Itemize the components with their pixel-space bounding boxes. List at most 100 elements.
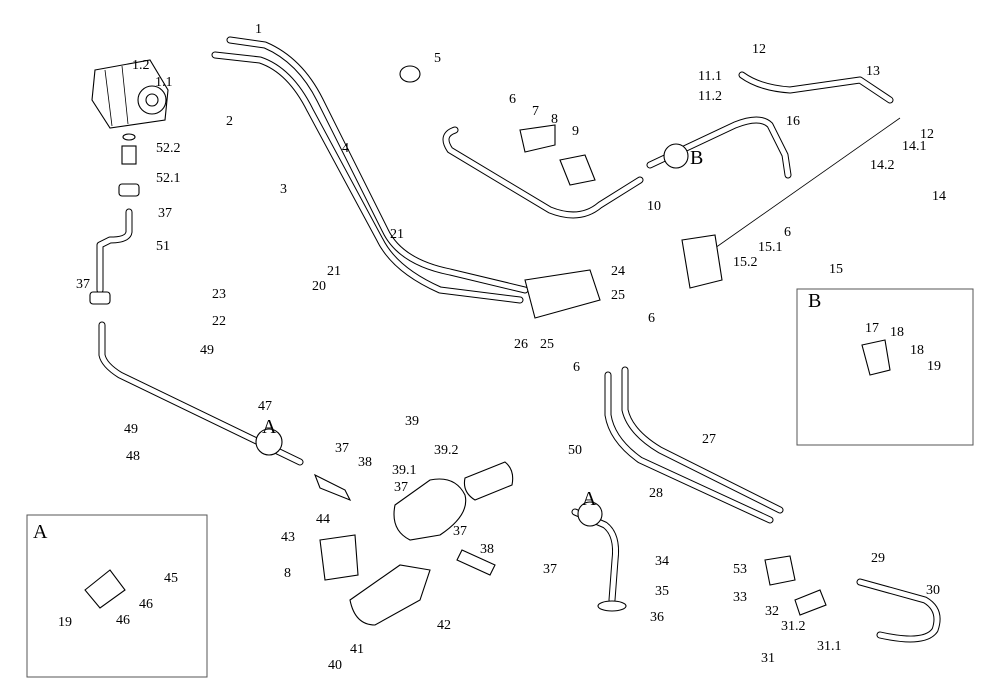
callout-39-1: 39.1 (392, 463, 417, 478)
callout-8: 8 (551, 112, 558, 127)
callout-18: 18 (910, 343, 924, 358)
callout-42: 42 (437, 618, 451, 633)
plug-5 (399, 65, 421, 83)
callout-6: 6 (784, 225, 791, 240)
callout-9: 9 (572, 124, 579, 139)
callout-15-2: 15.2 (733, 255, 758, 270)
callout-1-2: 1.2 (132, 58, 150, 73)
callout-19: 19 (58, 615, 72, 630)
callout-37: 37 (453, 524, 467, 539)
callout-14-2: 14.2 (870, 158, 895, 173)
callout-37: 37 (543, 562, 557, 577)
callout-A: A (582, 488, 597, 510)
callout-13: 13 (866, 64, 880, 79)
callout-40: 40 (328, 658, 342, 673)
inset-b-frame (796, 288, 974, 446)
callout-49: 49 (200, 343, 214, 358)
view-marker-a-circle (255, 428, 283, 456)
callout-2: 2 (226, 114, 233, 129)
callout-A: A (262, 416, 277, 438)
clamp-37 (118, 183, 140, 197)
plate-24 (524, 269, 601, 319)
callout-31-2: 31.2 (781, 619, 806, 634)
filter-39 (393, 478, 467, 541)
callout-12: 12 (920, 127, 934, 142)
callout-52-2: 52.2 (156, 141, 181, 156)
callout-6: 6 (573, 360, 580, 375)
callout-37: 37 (394, 480, 408, 495)
callout-35: 35 (655, 584, 669, 599)
fitting-32 (794, 589, 827, 616)
callout-29: 29 (871, 551, 885, 566)
bracket-43 (319, 534, 359, 581)
callout-5: 5 (434, 51, 441, 66)
callout-31-1: 31.1 (817, 639, 842, 654)
hydraulic-pump (91, 59, 169, 129)
callout-21: 21 (390, 227, 404, 242)
callout-27: 27 (702, 432, 716, 447)
o-ring-52-2 (122, 133, 136, 141)
callout-1: 1 (255, 22, 262, 37)
hose-38b (456, 549, 496, 576)
callout-38: 38 (480, 542, 494, 557)
callout-1-1: 1.1 (155, 75, 173, 90)
callout-44: 44 (316, 512, 330, 527)
callout-43: 43 (281, 530, 295, 545)
callout-6: 6 (509, 92, 516, 107)
callout-16: 16 (786, 114, 800, 129)
callout-19: 19 (927, 359, 941, 374)
callout-34: 34 (655, 554, 669, 569)
callout-48: 48 (126, 449, 140, 464)
callout-36: 36 (650, 610, 664, 625)
callout-45: 45 (164, 571, 178, 586)
callout-4: 4 (342, 141, 349, 156)
callout-31: 31 (761, 651, 775, 666)
callout-6: 6 (648, 311, 655, 326)
guard-42 (349, 564, 431, 626)
callout-37: 37 (335, 441, 349, 456)
callout-8: 8 (284, 566, 291, 581)
callout-22: 22 (212, 314, 226, 329)
callout-B: B (690, 147, 703, 169)
callout-37: 37 (76, 277, 90, 292)
callout-50: 50 (568, 443, 582, 458)
filter-element-39-2 (463, 461, 514, 501)
callout-24: 24 (611, 264, 625, 279)
callout-12: 12 (752, 42, 766, 57)
callout-15: 15 (829, 262, 843, 277)
fitting-52-1 (121, 145, 137, 165)
callout-33: 33 (733, 590, 747, 605)
callout-51: 51 (156, 239, 170, 254)
bracket-9 (519, 124, 556, 153)
callout-26: 26 (514, 337, 528, 352)
inset-a-frame (26, 514, 208, 678)
callout-15-1: 15.1 (758, 240, 783, 255)
callout-14-1: 14.1 (902, 139, 927, 154)
callout-46: 46 (139, 597, 153, 612)
callout-17: 17 (865, 321, 879, 336)
callout-11-1: 11.1 (698, 69, 722, 84)
callout-49: 49 (124, 422, 138, 437)
callout-14: 14 (932, 189, 946, 204)
callout-20: 20 (312, 279, 326, 294)
callout-37: 37 (158, 206, 172, 221)
valve-33 (764, 555, 796, 586)
callout-30: 30 (926, 583, 940, 598)
callout-11-2: 11.2 (698, 89, 722, 104)
callout-B: B (808, 290, 821, 312)
callout-52-1: 52.1 (156, 171, 181, 186)
callout-47: 47 (258, 399, 272, 414)
callout-18: 18 (890, 325, 904, 340)
callout-53: 53 (733, 562, 747, 577)
distributor-block (681, 234, 723, 289)
callout-A: A (33, 521, 48, 543)
callout-41: 41 (350, 642, 364, 657)
callout-25: 25 (540, 337, 554, 352)
hose-38 (313, 473, 352, 502)
callout-38: 38 (358, 455, 372, 470)
callout-28: 28 (649, 486, 663, 501)
callout-39-2: 39.2 (434, 443, 459, 458)
callout-21: 21 (327, 264, 341, 279)
